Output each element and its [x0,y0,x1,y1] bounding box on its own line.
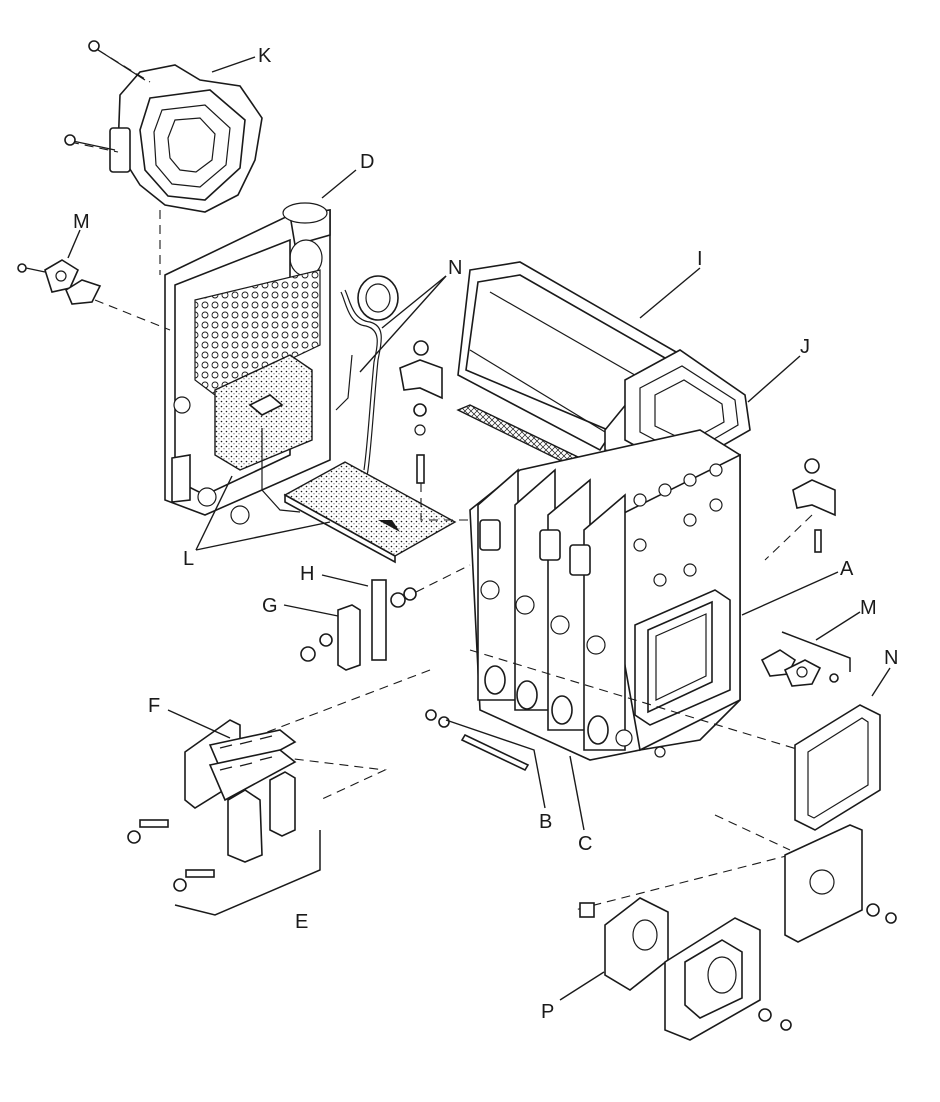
callout-b: B [539,811,552,833]
leader-n-top-b [359,275,447,373]
fire-door-assembly [784,824,897,943]
bracket-hardware-center [399,340,470,521]
leader-b [445,719,546,809]
alignment-line-fire-door [714,814,791,851]
bracket-hardware-right [764,458,836,561]
callout-m-left: M [73,211,90,233]
callout-f: F [148,695,160,717]
tie-rod-hardware-gh [219,564,471,801]
leader-k [211,56,256,73]
leader-h [321,574,369,587]
callout-j: J [800,336,810,358]
callout-p: P [541,1001,554,1023]
leader-n-right [871,667,891,697]
main-section-assembly-a [469,429,741,761]
leader-j [747,355,801,403]
inspection-cover-m-left [17,259,171,331]
callout-a: A [840,558,854,580]
tie-rods-bc [425,709,666,772]
leader-m-right [815,611,861,641]
callout-m-right: M [860,597,877,619]
burner-assembly-f [184,719,297,809]
door-gasket-n-right [794,704,881,831]
burner-plates-e [127,771,321,916]
leader-f [167,709,231,739]
leader-p [559,971,605,1001]
leader-n-top-a [381,275,447,329]
flue-collector-assembly-k [64,40,263,213]
callout-n-right: N [884,647,898,669]
inspection-cover-m-right [760,631,851,687]
rear-section-d [164,202,331,525]
callout-i: I [697,248,703,270]
callout-c: C [578,833,592,855]
leader-g [283,604,339,617]
alignment-line-door [469,649,801,751]
leader-m-left [67,229,81,259]
callout-h: H [300,563,314,585]
insulation-panels-l [261,428,457,564]
callout-e: E [295,911,308,933]
callout-n-top: N [448,257,462,279]
callout-k: K [258,45,272,67]
door-insulation-p [579,897,792,1041]
leader-d [321,169,357,199]
leader-l-a [195,475,233,551]
leader-l-b [195,521,331,551]
alignment-line-p [574,854,791,911]
callout-d: D [360,151,374,173]
leader-c [569,755,585,831]
callout-g: G [262,595,278,617]
callout-l: L [183,548,194,570]
leader-i [639,267,701,319]
leader-a [741,571,839,616]
